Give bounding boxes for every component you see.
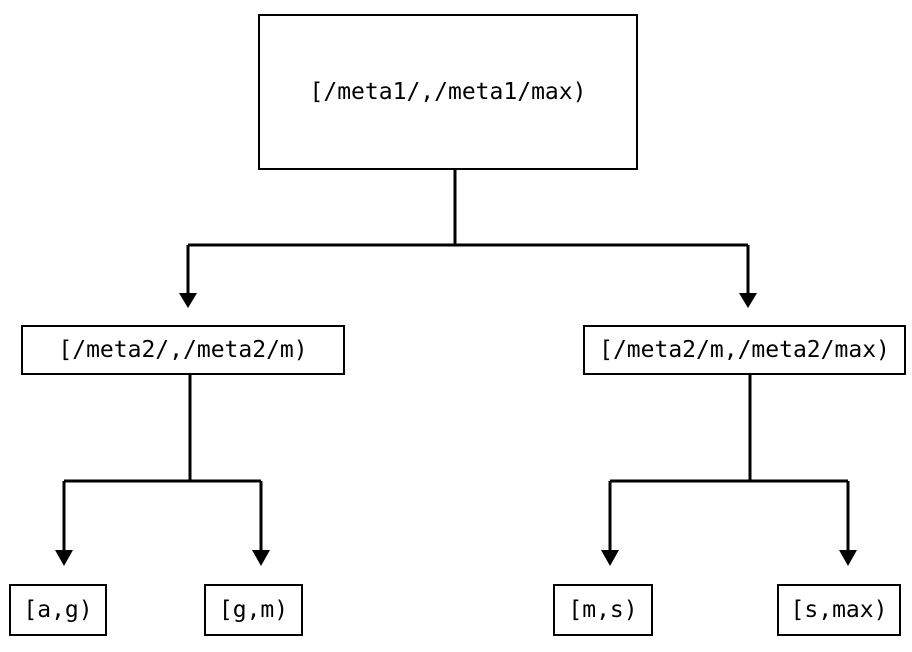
tree-node-leaf-ms[interactable]: [m,s) [553,584,653,636]
arrowhead-mid-right-to-leaf-smax [839,550,857,566]
arrowhead-mid-right-to-leaf-ms [601,550,619,566]
arrowhead-mid-left-to-leaf-ag [55,550,73,566]
tree-node-root-label: [/meta1/,/meta1/max) [309,78,587,105]
tree-node-leaf-ms-label: [m,s) [568,596,638,623]
tree-node-leaf-ag[interactable]: [a,g) [9,584,107,636]
tree-node-mid-left[interactable]: [/meta2/,/meta2/m) [21,325,345,375]
tree-node-leaf-ag-label: [a,g) [23,596,93,623]
tree-node-leaf-smax[interactable]: [s,max) [777,584,901,636]
arrowhead-root-to-mid-left [179,293,197,308]
arrowhead-root-to-mid-right [739,293,757,308]
tree-node-leaf-smax-label: [s,max) [790,596,888,623]
tree-node-mid-right[interactable]: [/meta2/m,/meta2/max) [583,325,906,375]
tree-node-mid-right-label: [/meta2/m,/meta2/max) [599,336,890,363]
tree-node-mid-left-label: [/meta2/,/meta2/m) [58,336,308,363]
tree-node-leaf-gm-label: [g,m) [218,596,289,623]
tree-node-leaf-gm[interactable]: [g,m) [204,584,303,636]
arrowhead-mid-left-to-leaf-gm [252,550,270,566]
tree-node-root[interactable]: [/meta1/,/meta1/max) [258,14,638,170]
